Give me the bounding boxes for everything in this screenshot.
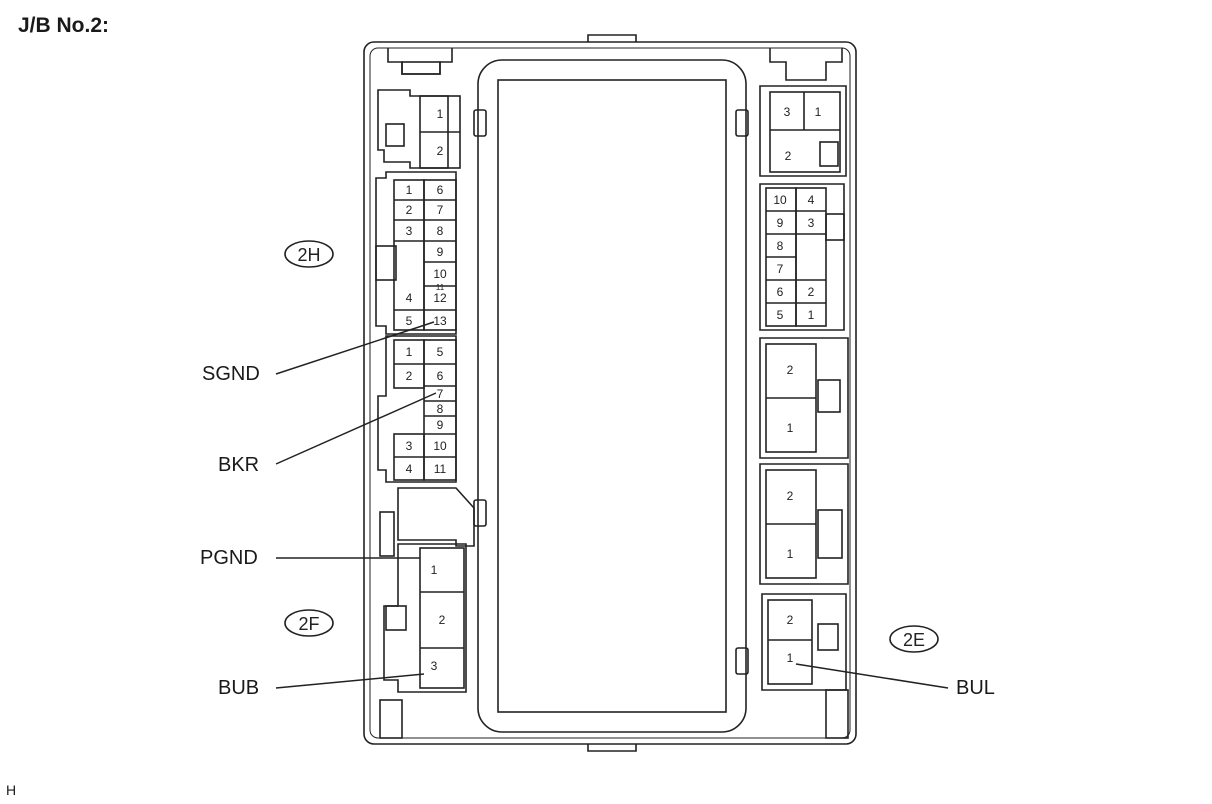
pin-labels: 1 2 1 2 3 4 5 6 7 8 9 10 11 12 13 1 2 3 … — [406, 105, 822, 673]
pin-label: 1 — [406, 183, 413, 197]
terminal-label-bkr: BKR — [218, 454, 260, 476]
pin-label: 3 — [784, 105, 791, 119]
connector-code-2f: 2F — [284, 609, 334, 637]
pin-label: 6 — [777, 285, 784, 299]
pin-label: 1 — [815, 105, 822, 119]
pin-label: 4 — [406, 462, 413, 476]
pin-label: 7 — [777, 262, 784, 276]
pin-label: 12 — [433, 291, 447, 305]
pin-label: 8 — [437, 402, 444, 416]
pin-label: 2 — [787, 363, 794, 377]
pin-label: 8 — [437, 224, 444, 238]
pin-label: 4 — [808, 193, 815, 207]
pin-label: 6 — [437, 369, 444, 383]
leader-line-bul — [795, 663, 949, 689]
pin-label: 6 — [437, 183, 444, 197]
pin-label: 10 — [773, 193, 787, 207]
pin-label: 2 — [787, 613, 794, 627]
pin-label: 11 — [436, 283, 445, 292]
leader-lines — [275, 321, 949, 689]
pin-label: 1 — [406, 345, 413, 359]
pin-label: 9 — [777, 216, 784, 230]
pin-label: 10 — [433, 267, 447, 281]
pin-label: 2 — [808, 285, 815, 299]
terminal-label-pgnd: PGND — [200, 547, 258, 569]
connector-code-2h: 2H — [284, 240, 334, 268]
junction-block-outline — [363, 34, 857, 752]
terminal-label-sgnd: SGND — [202, 363, 260, 385]
diagram-title: J/B No.2: — [18, 14, 110, 37]
pin-label: 13 — [433, 314, 447, 328]
pin-label: 1 — [431, 563, 438, 577]
terminal-label-bul: BUL — [956, 677, 995, 699]
leader-line-bkr — [275, 392, 437, 465]
pin-label: 3 — [406, 224, 413, 238]
pin-label: 1 — [787, 547, 794, 561]
pin-label: 1 — [437, 107, 444, 121]
terminal-label-bub: BUB — [218, 677, 260, 699]
pin-label: 3 — [808, 216, 815, 230]
pin-label: 5 — [437, 345, 444, 359]
pin-label: 2 — [437, 144, 444, 158]
pin-label: 10 — [433, 439, 447, 453]
pin-label: 11 — [434, 462, 447, 476]
connector-code-2e: 2E — [889, 625, 939, 653]
pin-label: 3 — [406, 439, 413, 453]
pin-label: 5 — [406, 314, 413, 328]
pin-label: 5 — [777, 308, 784, 322]
pin-label: 1 — [787, 421, 794, 435]
pin-label: 2 — [787, 489, 794, 503]
connector-code-2f-text: 2F — [298, 614, 319, 634]
connector-code-2h-text: 2H — [297, 245, 320, 265]
pin-label: 1 — [787, 651, 794, 665]
pin-label: 9 — [437, 418, 444, 432]
pin-label: 1 — [808, 308, 815, 322]
pin-label: 2 — [785, 149, 792, 163]
pin-label: 8 — [777, 239, 784, 253]
leader-line-bub — [275, 673, 425, 689]
pin-label: 7 — [437, 203, 444, 217]
pin-label: 2 — [406, 369, 413, 383]
leader-line-sgnd — [275, 321, 435, 375]
pin-label: 3 — [431, 659, 438, 673]
pin-label: 2 — [406, 203, 413, 217]
pin-label: 7 — [437, 387, 444, 401]
pin-label: 4 — [406, 291, 413, 305]
connector-code-2e-text: 2E — [903, 630, 925, 650]
pin-label: 9 — [437, 245, 444, 259]
pin-label: 2 — [439, 613, 446, 627]
footnote-mark: H — [6, 782, 17, 798]
